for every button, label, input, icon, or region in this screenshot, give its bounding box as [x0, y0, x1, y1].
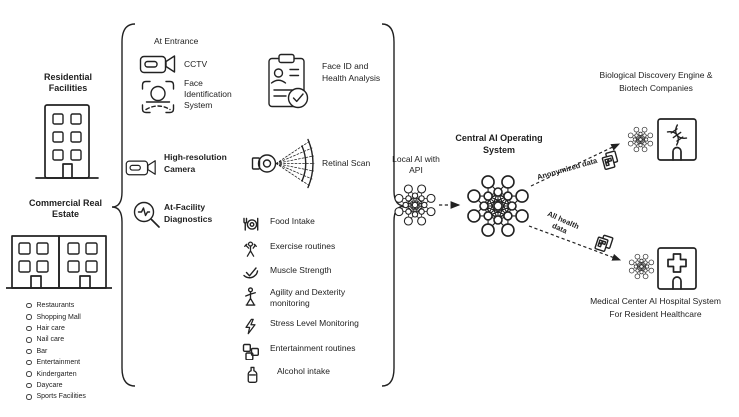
list-item: Sports Facilities	[26, 391, 86, 402]
bullet-icon	[26, 314, 32, 320]
cctv-label: CCTV	[184, 59, 208, 69]
medical-label: Medical Center AI Hospital System For Re…	[590, 296, 721, 319]
bullet-icon	[26, 325, 32, 332]
biotech-network-icon	[627, 126, 654, 153]
commercial-real-estate-label: Commercial Real Estate	[28, 198, 103, 219]
list-item: Shopping Mall	[26, 311, 86, 322]
biotech-building-icon	[657, 118, 697, 161]
medical-network-icon	[628, 253, 655, 280]
bullet-icon	[26, 302, 32, 309]
face-identification-label: Face Identification System	[184, 78, 232, 110]
diagnostic-item-alcohol: Alcohol intake	[242, 366, 330, 383]
list-item: Daycare	[26, 380, 86, 391]
central-ai-label: Central AI Operating System	[455, 133, 543, 155]
diagnostics-magnifier-icon	[133, 201, 160, 228]
local-ai-network-icon	[394, 184, 436, 226]
bullet-icon	[26, 359, 32, 366]
bullet-icon	[26, 371, 32, 377]
diagnostic-item-muscle: Muscle Strength	[242, 265, 331, 280]
arrow-central-to-medical	[528, 225, 622, 261]
exercise-icon	[244, 241, 257, 257]
at-entrance-header: At Entrance	[154, 36, 199, 46]
list-item: Restaurants	[26, 300, 86, 311]
list-item: Hair care	[26, 323, 86, 334]
central-ai-network-icon	[467, 175, 529, 237]
bullet-icon	[26, 337, 32, 343]
food-intake-icon	[243, 217, 259, 231]
muscle-strength-icon	[243, 267, 259, 279]
diagnostic-item-stress: Stress Level Monitoring	[242, 318, 359, 335]
list-item: Kindergarten	[26, 368, 86, 379]
left-curly-brace	[111, 23, 136, 387]
residential-building-icon	[35, 104, 99, 179]
high-resolution-camera-icon	[125, 160, 156, 176]
stress-lightning-icon	[245, 318, 256, 335]
local-ai-label: Local AI with API	[392, 154, 440, 175]
diagnostic-item-agility: Agility and Dexterity monitoring	[242, 287, 355, 309]
diagnostic-item-entertainment: Entertainment routines	[242, 343, 356, 360]
all-health-data-doc-icon	[594, 234, 614, 252]
face-identification-icon	[141, 80, 175, 114]
diagnostic-item-exercise: Exercise routines	[242, 241, 335, 258]
entertainment-blocks-icon	[242, 343, 259, 360]
face-health-report-icon	[268, 53, 309, 109]
retinal-scan-label: Retinal Scan	[322, 158, 371, 168]
high-resolution-camera-label: High-resolution Camera	[164, 152, 227, 174]
residential-facilities-label: Residential Facilities	[43, 72, 92, 93]
bullet-icon	[26, 382, 32, 389]
bullet-icon	[26, 348, 32, 354]
agility-icon	[245, 287, 256, 306]
hospital-building-icon	[657, 247, 697, 290]
at-facility-diagnostics-label: At-Facility Diagnostics	[164, 202, 213, 224]
biotech-label: Biological Discovery Engine & Biotech Co…	[599, 70, 713, 93]
diagnostic-item-food: Food Intake	[242, 216, 315, 233]
retinal-scan-icon	[251, 138, 315, 189]
commercial-items-list: Restaurants Shopping Mall Hair care Nail…	[26, 300, 86, 403]
list-item: Bar	[26, 346, 86, 357]
commercial-building-icon	[6, 235, 112, 289]
face-health-analysis-label: Face ID and Health Analysis	[322, 61, 381, 83]
anonymized-data-doc-icon	[601, 150, 619, 171]
bullet-icon	[26, 394, 32, 400]
cctv-icon	[139, 55, 176, 74]
alcohol-bottle-icon	[247, 366, 258, 383]
arrow-central-to-biotech	[530, 143, 621, 187]
list-item: Entertainment	[26, 357, 86, 368]
list-item: Nail care	[26, 334, 86, 345]
